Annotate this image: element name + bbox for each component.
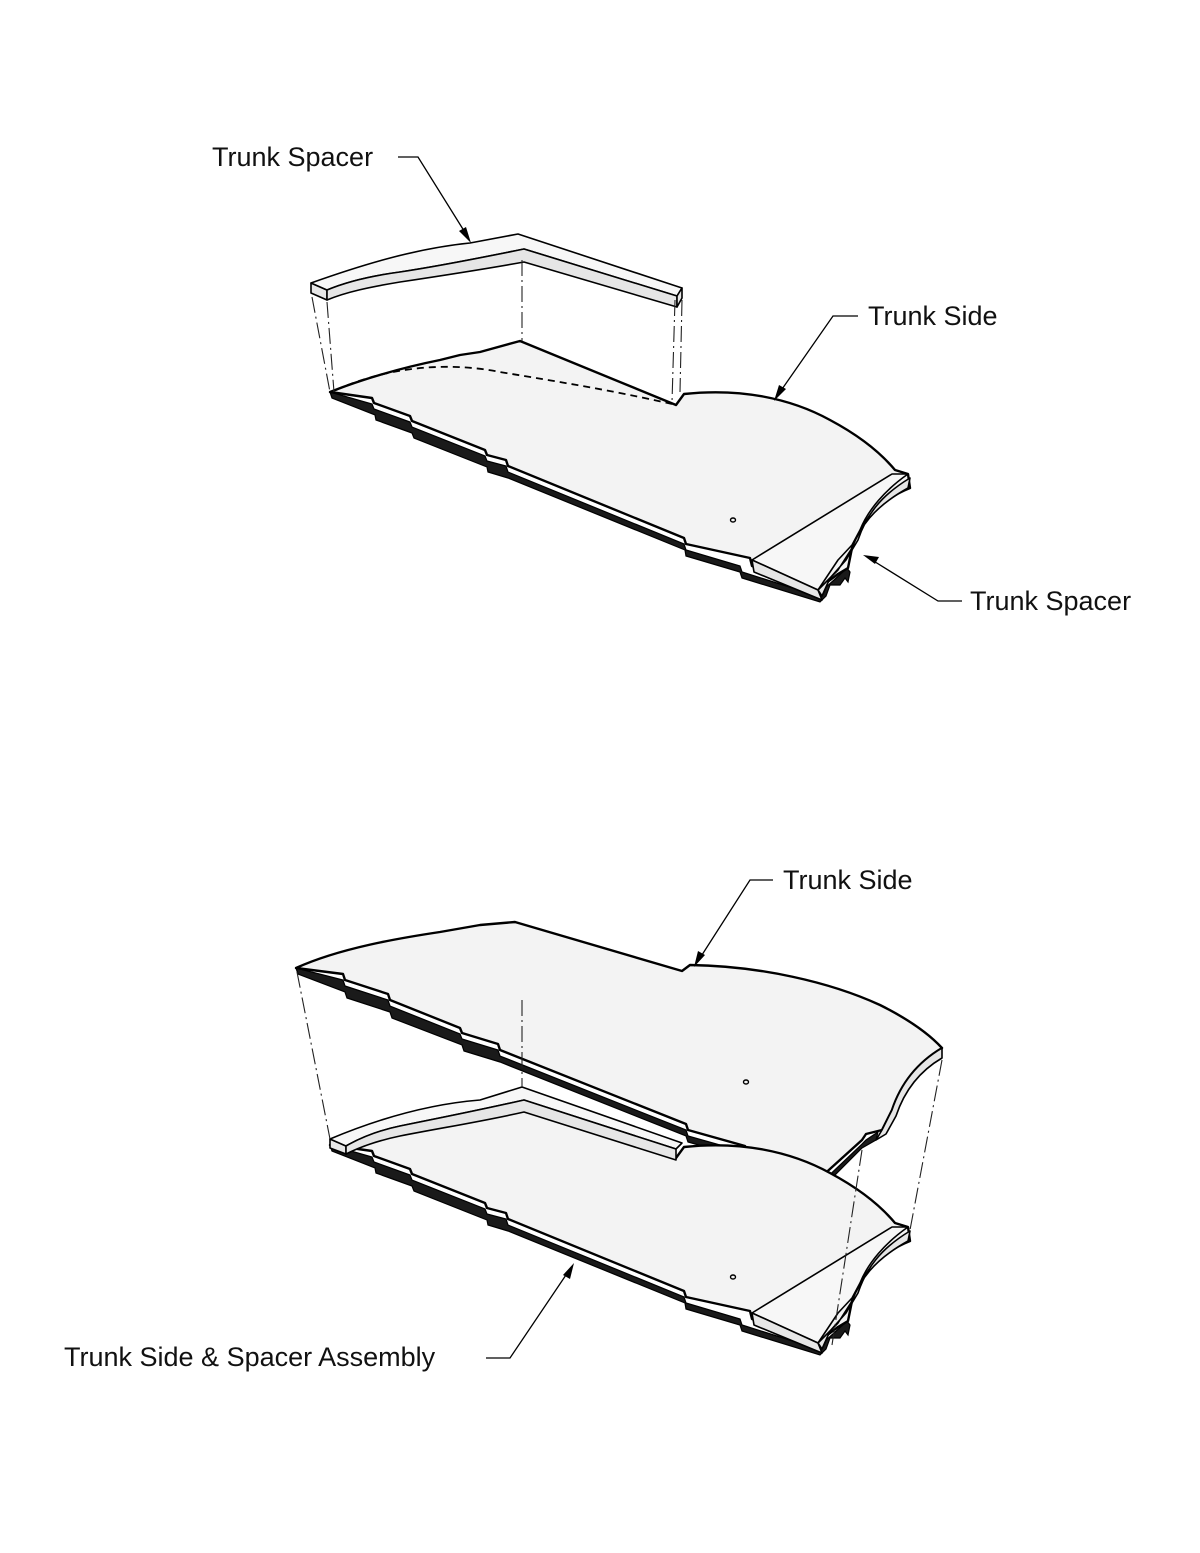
top-trunk-spacer-upper <box>310 233 683 308</box>
label-top-trunk-spacer: Trunk Spacer <box>212 142 373 172</box>
callout-top-trunk-side: Trunk Side <box>774 301 998 401</box>
label-bottom-trunk-side: Trunk Side <box>783 865 913 895</box>
leader-line <box>871 559 962 602</box>
label-top-lower-trunk-spacer: Trunk Spacer <box>970 586 1131 616</box>
bottom-trunk-side-panel <box>294 920 944 1191</box>
arrow-head-icon <box>774 385 786 401</box>
arrow-head-icon <box>694 951 705 967</box>
callout-bottom-trunk-side: Trunk Side <box>694 865 913 967</box>
callout-top-trunk-spacer: Trunk Spacer <box>212 142 471 243</box>
label-trunk-side-spacer-assembly: Trunk Side & Spacer Assembly <box>64 1342 436 1372</box>
leader-line <box>398 156 467 235</box>
callout-top-lower-trunk-spacer: Trunk Spacer <box>863 555 1131 616</box>
leader-line <box>699 879 773 959</box>
leader-line <box>486 1271 569 1359</box>
top-alignment-lines <box>311 260 683 403</box>
arrow-head-icon <box>459 227 471 243</box>
bottom-assembly-view <box>294 920 944 1356</box>
top-exploded-view <box>310 233 912 603</box>
leader-line <box>779 315 858 393</box>
bottom-trunk-side-with-spacer <box>328 1086 912 1356</box>
arrow-head-icon <box>863 555 879 564</box>
label-top-trunk-side: Trunk Side <box>868 301 998 331</box>
arrow-head-icon <box>563 1263 574 1279</box>
top-trunk-spacer-lower <box>751 473 911 601</box>
bottom-alignment-lines <box>296 971 943 1346</box>
callout-assembly: Trunk Side & Spacer Assembly <box>64 1263 574 1372</box>
